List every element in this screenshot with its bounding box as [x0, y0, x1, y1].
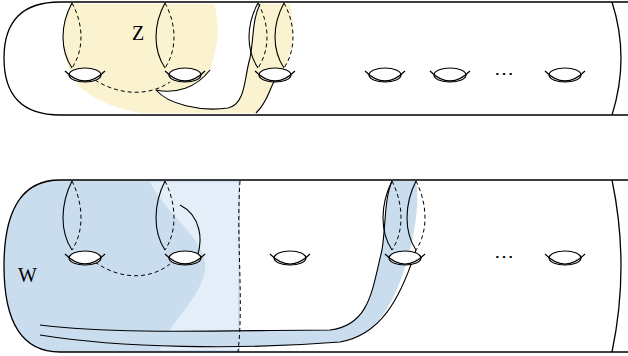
surface-hole: [389, 251, 421, 265]
region-name: Z: [132, 22, 144, 44]
ellipsis-dots: ⋯: [494, 62, 514, 84]
surface-hole: [274, 251, 306, 265]
hole-rim: [270, 254, 310, 264]
hole-rim: [365, 71, 405, 81]
ellipsis-dots: ⋯: [494, 245, 514, 267]
hole-rim: [165, 71, 205, 81]
hole-rim: [255, 71, 295, 81]
surface-hole: [69, 251, 101, 265]
surface-hole: [169, 251, 201, 265]
surface-hole: [434, 68, 466, 82]
surface-hole: [69, 68, 101, 82]
surface-hole: [549, 251, 581, 265]
hole-rim: [165, 254, 205, 264]
hole-rim: [385, 254, 425, 264]
region-name: W: [18, 264, 37, 286]
surface-hole: [549, 68, 581, 82]
hole-rim: [430, 71, 470, 81]
region-label-box: Z: [128, 20, 148, 46]
surface-hole: [259, 68, 291, 82]
hole-rim: [545, 254, 585, 264]
hole-rim: [65, 71, 105, 81]
region-label-box: W: [14, 262, 41, 288]
surface-hole: [369, 68, 401, 82]
hole-rim: [545, 71, 585, 81]
surface-hole: [169, 68, 201, 82]
hole-rim: [65, 254, 105, 264]
